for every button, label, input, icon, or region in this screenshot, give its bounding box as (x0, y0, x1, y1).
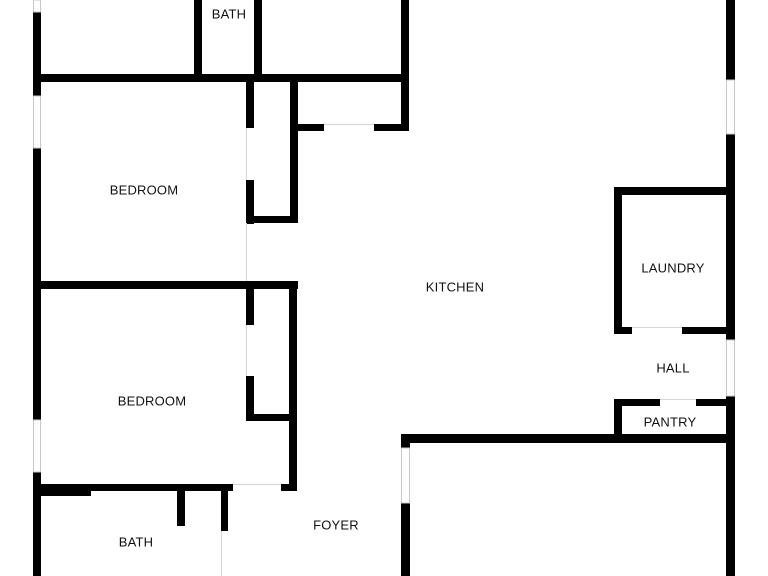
wall-pantry-top-right (696, 399, 734, 406)
wall-lower-right-corner (401, 434, 410, 448)
room-label-bedroom-upper: BEDROOM (110, 182, 179, 197)
room-label-hall: HALL (656, 360, 689, 375)
wall-bath-lower-top-left (33, 484, 233, 491)
wall-top-row-bottom (33, 74, 408, 82)
wall-bath-lower-top-right (281, 484, 297, 491)
room-label-bath-lower: BATH (119, 534, 154, 549)
window-left-upper-bedroom (33, 95, 41, 149)
wall-laundry-left (614, 187, 622, 334)
wall-bath-lower-door-jamb (221, 488, 228, 531)
room-label-laundry: LAUNDRY (641, 260, 704, 275)
wall-lower-right-top (401, 434, 734, 443)
wall-closet-b-upper (246, 285, 254, 325)
wall-closet-upper-right (290, 80, 298, 223)
window-right-hall (726, 339, 735, 397)
room-label-bath-upper: BATH (212, 6, 247, 21)
wall-closet-upper-header-right (374, 124, 409, 131)
wall-bath-upper-right (254, 0, 262, 78)
wall-closet-a-lower (246, 180, 254, 224)
room-label-kitchen: KITCHEN (426, 279, 484, 294)
wall-bath-lower-partition (177, 488, 185, 526)
wall-bedroom-divider (33, 281, 298, 289)
wall-bath-upper-left (194, 0, 202, 78)
wall-laundry-bottom-left (614, 327, 632, 334)
wall-lower-right-left (401, 503, 410, 576)
wall-closet-b-bottom (246, 414, 296, 421)
windows (33, 0, 735, 504)
window-left-lower-bedroom (33, 419, 41, 473)
room-label-pantry: PANTRY (644, 414, 697, 429)
wall-laundry-top (614, 187, 734, 195)
wall-bedroom-lower-right (289, 281, 297, 489)
door-openings (221, 124, 696, 576)
wall-top-right-vertical (401, 0, 409, 129)
window-left-top (33, 0, 41, 13)
room-label-foyer: FOYER (313, 517, 359, 532)
wall-pantry-left (614, 399, 622, 441)
wall-closet-a-bottom (246, 216, 296, 223)
wall-closet-upper-header-left (294, 124, 324, 131)
exterior-wall-right (726, 0, 735, 576)
wall-closet-b-lower (246, 376, 254, 420)
window-lower-right (401, 447, 410, 504)
walls (33, 0, 735, 576)
wall-bath-lower-counter (33, 488, 91, 496)
room-labels: BATH BEDROOM KITCHEN LAUNDRY BEDROOM HAL… (110, 6, 705, 549)
wall-pantry-top-left (614, 399, 660, 406)
wall-laundry-bottom-right (682, 327, 734, 334)
window-right-kitchen (726, 79, 735, 135)
room-label-bedroom-lower: BEDROOM (118, 393, 187, 408)
wall-closet-a-upper (246, 80, 254, 128)
